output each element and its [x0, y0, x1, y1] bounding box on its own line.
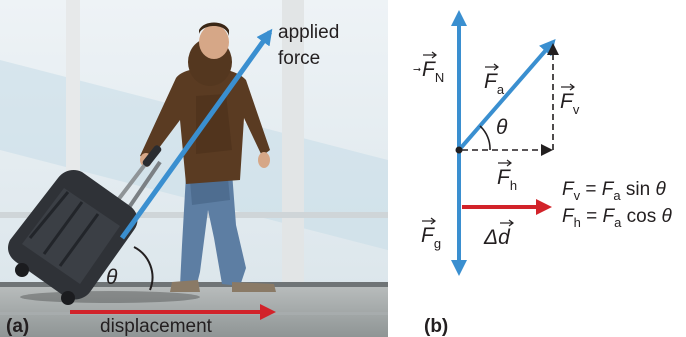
suitcase-illustration — [8, 145, 162, 305]
displacement-label: displacement — [100, 316, 213, 337]
angle-label-a: θ — [106, 266, 118, 289]
applied-force-label-2: force — [278, 48, 320, 69]
svg-text:Fg: Fg — [421, 224, 441, 251]
applied-force-label: applied — [278, 22, 339, 43]
angle-arc-a — [133, 246, 154, 291]
svg-text:Fv: Fv — [560, 90, 580, 117]
angle-label-b: θ — [496, 116, 508, 139]
label-fn: ⃗ FN — [413, 51, 444, 85]
applied-force-vector — [457, 38, 556, 152]
free-body-diagram — [451, 10, 559, 276]
label-fh: Fh — [497, 159, 517, 193]
panel-a-label: (a) — [6, 316, 29, 337]
angle-arc-b — [479, 125, 491, 151]
panel-b-label: (b) — [424, 316, 448, 337]
svg-text:FN: FN — [422, 58, 444, 85]
svg-text:Fh: Fh — [497, 166, 517, 193]
svg-text:Δd: Δd — [483, 226, 511, 249]
person-illustration — [140, 22, 276, 292]
label-fg: Fg — [421, 217, 441, 251]
svg-text:Fa: Fa — [484, 70, 505, 97]
equation-fv: Fv = Fa sin θ — [562, 179, 666, 203]
origin-point — [455, 146, 463, 154]
equation-fh: Fh = Fa cos θ — [562, 206, 672, 230]
applied-force-arrow — [119, 28, 273, 240]
label-fa: Fa — [484, 63, 505, 97]
svg-text:⃗: ⃗ — [413, 67, 421, 72]
label-delta-d: Δd — [483, 219, 514, 249]
label-fv: Fv — [560, 83, 580, 117]
